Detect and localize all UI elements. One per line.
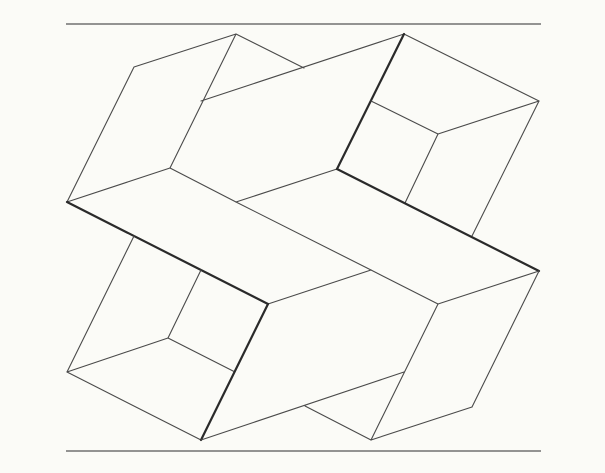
upper-right-box [335,32,541,273]
top-band [200,33,405,203]
lower-right-box [200,270,540,441]
lower-left-box [66,235,270,442]
upper-left-box [66,33,305,203]
central-slab [65,200,540,306]
